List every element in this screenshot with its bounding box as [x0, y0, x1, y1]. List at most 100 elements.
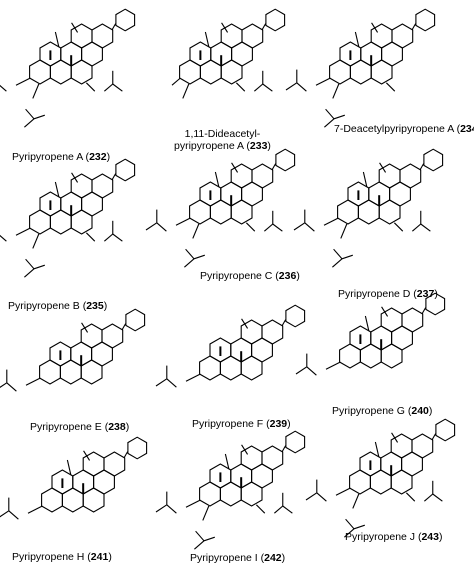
aryl-bond	[121, 323, 127, 331]
hydroxyl-bond	[224, 453, 230, 469]
pyridine-ring	[425, 292, 446, 316]
acyl-bond	[0, 234, 7, 242]
carbonyl-oxygen-atom: O	[3, 359, 10, 369]
hydroxyl-label: OH	[347, 166, 361, 176]
pyridine-ring	[435, 418, 456, 442]
hydrogen-label: H	[68, 383, 75, 393]
aryl-bond	[271, 163, 277, 171]
acyl-bond	[185, 248, 195, 260]
ester-oxygen-atom: O	[335, 238, 342, 248]
compound-name: Pyripyropene E	[30, 421, 102, 433]
carbonyl-oxygen-atom: O	[66, 11, 73, 21]
compound-name-line2: pyripyropene A	[174, 140, 244, 152]
acyl-bond	[6, 382, 17, 392]
compound-number: 241	[90, 551, 109, 563]
hydroxyl-bond	[374, 441, 380, 457]
ester-oxygen-atom: O	[197, 520, 204, 530]
compound-label-236: Pyripyropene C (236)	[200, 270, 300, 282]
carbonyl-oxygen-atom: O	[236, 307, 243, 317]
ester-bond	[245, 222, 256, 232]
methyl-bond	[262, 83, 273, 92]
ester-oxygen-atom: O	[308, 81, 315, 91]
carbonyl-oxygen-atom: O	[206, 248, 213, 258]
compound-number: 234	[460, 123, 474, 135]
ring-7	[391, 23, 414, 49]
methyl-bond	[184, 258, 195, 268]
ester-bond	[255, 504, 266, 514]
acyl-bond	[325, 108, 335, 120]
carbonyl-bond	[33, 264, 45, 270]
acyl-bond	[195, 530, 205, 542]
carbonyl-bond	[193, 254, 205, 260]
methyl-bond	[282, 505, 293, 514]
acyl-bond	[25, 258, 35, 270]
hydrogen-label: H	[228, 379, 235, 389]
compound-number: 238	[108, 421, 126, 433]
ester-bond	[393, 222, 404, 232]
hydrogen-label: H	[58, 233, 65, 243]
carbonyl-oxygen-atom: O	[216, 530, 223, 540]
ester-oxygen-atom: O	[318, 365, 325, 375]
methyl-bond	[112, 233, 123, 242]
ester-bond	[192, 223, 200, 239]
methyl-bond	[155, 378, 168, 387]
ester-bond	[175, 217, 191, 226]
hydrogen-label: H	[218, 223, 225, 233]
carbonyl-oxygen-atom: O	[46, 258, 53, 268]
pyridine-ring	[115, 8, 136, 32]
hydroxyl-bond	[214, 171, 220, 187]
compound-name: Pyripyropene D	[338, 288, 411, 300]
aryl-bond	[421, 307, 427, 315]
compound-name: Pyripyropene F	[192, 418, 264, 430]
hydroxyl-bond	[354, 31, 360, 47]
acyl-bond	[166, 504, 177, 514]
pyridine-ring	[423, 148, 444, 172]
hydroxyl-label: OH	[199, 166, 213, 176]
ester-bond	[202, 505, 210, 521]
carbonyl-oxygen-atom: O	[259, 60, 266, 70]
hydroxyl-bond	[385, 82, 396, 92]
methyl-bond	[112, 83, 123, 92]
ring-7	[401, 307, 424, 333]
carbonyl-oxygen-atom: O	[346, 108, 353, 118]
carbonyl-oxygen-atom: O	[269, 200, 276, 210]
ester-bond	[323, 217, 339, 226]
pyridine-ring	[285, 304, 306, 328]
carbonyl-bond	[371, 22, 379, 33]
hydrogen-label: H	[228, 505, 235, 515]
hydroxyl-label: OH	[339, 26, 353, 36]
compound-name: Pyripyropene B	[8, 300, 80, 312]
ester-oxygen-atom: O	[347, 508, 354, 518]
acyl-bond	[0, 84, 7, 92]
compound-label-238: Pyripyropene E (238)	[30, 421, 130, 433]
acyl-bond	[345, 518, 355, 530]
hydrogen-label: H	[366, 223, 373, 233]
compound-number: 235	[86, 300, 104, 312]
compound-number: 239	[269, 418, 288, 430]
hydroxyl-bond	[66, 459, 72, 475]
carbonyl-oxygen-atom: O	[293, 59, 300, 69]
carbonyl-bond	[379, 162, 387, 173]
compound-number: 232	[89, 151, 107, 163]
ester-oxygen-atom: O	[327, 98, 334, 108]
ring-7	[91, 173, 114, 199]
acyl-bond	[316, 492, 327, 502]
ring-7	[91, 23, 114, 49]
ester-bond	[25, 377, 41, 386]
methyl-bond	[0, 510, 10, 518]
compound-number: 240	[411, 405, 429, 417]
hydroxyl-label: OH	[359, 436, 373, 446]
ester-bond	[315, 77, 331, 86]
hydroxyl-label: OH	[39, 26, 53, 36]
carbonyl-oxygen-atom: O	[226, 151, 233, 161]
carbonyl-bond	[203, 536, 215, 542]
hydrogen-label: H	[70, 511, 77, 521]
acyl-bond	[104, 233, 114, 242]
